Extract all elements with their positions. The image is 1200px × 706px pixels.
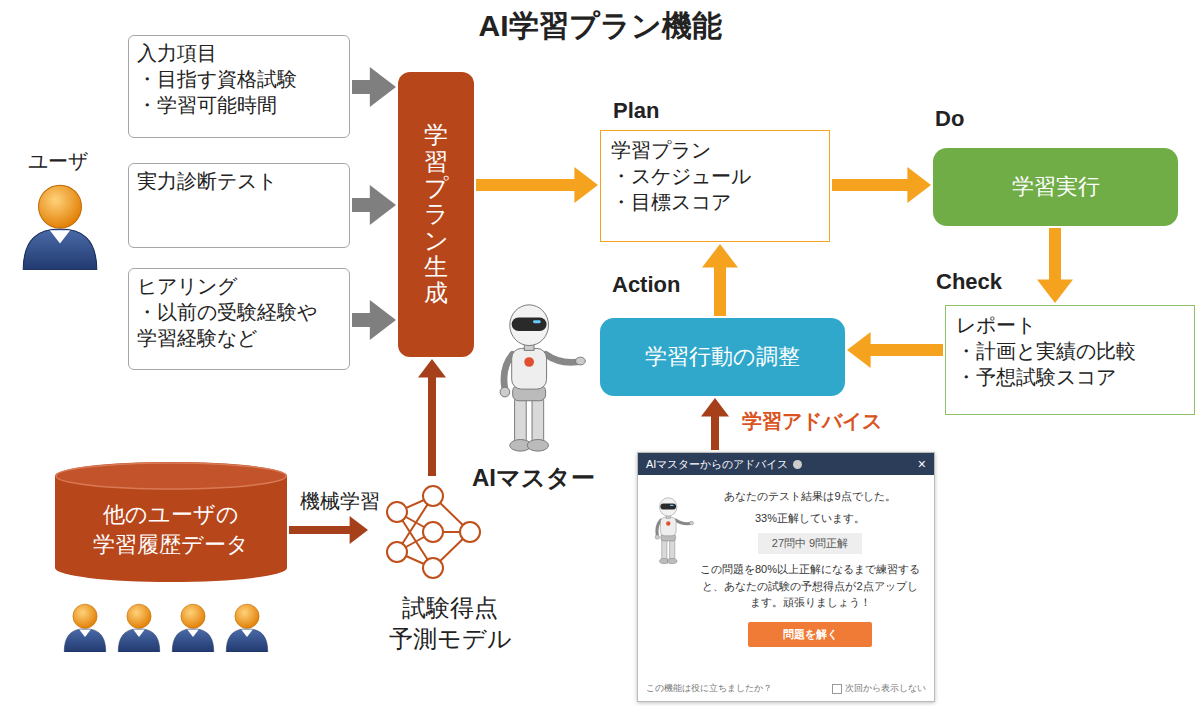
- plan-note: Plan学習プラン・スケジュール・目標スコア: [600, 130, 830, 242]
- prediction-model: 試験得点 予測モデル: [370, 478, 530, 654]
- flow-arrow: [418, 359, 446, 476]
- hearing-box-text: ヒアリング: [137, 273, 341, 299]
- advice-panel-text: 27問中 9問正解: [758, 533, 862, 554]
- panel-footer: この機能は役に立ちましたか？ 次回から表示しない: [638, 678, 934, 701]
- solve-button: 問題を解く: [748, 622, 872, 647]
- figure-label: AIマスター: [472, 462, 595, 494]
- flow-arrow: [832, 167, 931, 203]
- advice-panel-text: 33%正解しています。: [755, 511, 865, 526]
- arrow-head: [702, 244, 738, 268]
- hearing-box: ヒアリング・以前の受験経験や 学習経験など: [128, 268, 350, 370]
- report-note-text: ・計画と実績の比較: [956, 338, 1184, 364]
- test-box-text: 実力診断テスト: [137, 168, 341, 194]
- robot-icon: [646, 493, 694, 568]
- advice-panel-text: この問題を80%以上正解になるまで練習すると、あなたの試験の予想得点が2点アップ…: [698, 561, 922, 611]
- generator-box-text: 学習プラン生成: [424, 122, 448, 307]
- plan-note-text: ・目標スコア: [611, 189, 819, 215]
- arrow-head: [370, 300, 396, 340]
- action-box-text: Action: [612, 272, 680, 298]
- do-box: Do学習実行: [933, 148, 1178, 226]
- report-note: Checkレポート・計画と実績の比較・予想試験スコア: [945, 305, 1195, 415]
- report-note-text: ・予想試験スコア: [956, 364, 1184, 390]
- robot-illustration: [500, 305, 585, 451]
- arrow-shaft: [352, 80, 371, 94]
- flow-arrow: [1037, 228, 1073, 303]
- input-box-text: 入力項目: [137, 40, 341, 66]
- flow-arrow: [701, 398, 729, 450]
- solve-button-text: 問題を解く: [748, 627, 872, 642]
- arrow-head: [701, 398, 729, 416]
- panel-header: AIマスターからのアドバイス ×: [638, 453, 934, 475]
- arrow-shaft: [870, 344, 943, 356]
- hearing-box-text: ・以前の受験経験や 学習経験など: [137, 299, 341, 351]
- generator-box: 学習プラン生成: [398, 72, 474, 357]
- flow-arrow: [352, 300, 396, 340]
- advice-panel-text: AIマスターからのアドバイス: [646, 457, 802, 472]
- plan-note-text: Plan: [613, 97, 659, 126]
- history-database: 他のユーザの 学習履歴データ: [55, 462, 287, 582]
- user-icon: [23, 185, 97, 270]
- arrow-head: [847, 332, 871, 368]
- arrow-head: [1037, 279, 1073, 303]
- arrow-head: [574, 167, 598, 203]
- arrow-head: [370, 185, 396, 225]
- arrow-shaft: [832, 179, 908, 191]
- report-note-text: Check: [936, 268, 1002, 297]
- flow-arrow: [702, 244, 738, 316]
- advice-panel-text: この機能は役に立ちましたか？: [646, 682, 772, 695]
- action-box-text: 学習行動の調整: [645, 342, 800, 372]
- input-box: 入力項目・目指す資格試験・学習可能時間: [128, 35, 350, 138]
- diagram-title: AI学習プラン機能: [300, 6, 900, 47]
- advice-panel-text: あなたのテスト結果は9点でした。: [724, 489, 895, 504]
- flow-arrow: [289, 516, 368, 544]
- input-box-text: ・学習可能時間: [137, 92, 341, 118]
- panel-body: あなたのテスト結果は9点でした。 33%正解しています。 27問中 9問正解この問題…: [698, 475, 922, 647]
- figure-label: ユーザ: [28, 148, 88, 175]
- edge-label: 機械学習: [298, 488, 382, 515]
- edge-label: 学習アドバイス: [740, 408, 884, 435]
- advice-panel: AIマスターからのアドバイス × あなたのテスト結果は9点でした。 33%正解していま…: [637, 452, 935, 702]
- arrow-shaft: [476, 179, 575, 191]
- history-database-text: 他のユーザの 学習履歴データ: [63, 500, 279, 559]
- arrow-head: [418, 359, 446, 377]
- neural-network-icon: [387, 486, 480, 578]
- advice-panel-text: 次回から表示しない: [832, 682, 926, 695]
- action-box: Action学習行動の調整: [600, 318, 845, 396]
- prediction-model-text: 試験得点 予測モデル: [370, 592, 530, 654]
- flow-arrow: [352, 67, 396, 107]
- plan-note-text: ・スケジュール: [611, 163, 819, 189]
- flow-arrow: [352, 185, 396, 225]
- arrow-shaft: [714, 267, 726, 316]
- advice-panel-text: ×: [918, 456, 926, 472]
- do-box-text: Do: [935, 106, 964, 132]
- arrow-shaft: [1049, 228, 1061, 280]
- arrow-shaft: [428, 376, 436, 476]
- do-box-text: 学習実行: [1012, 172, 1100, 202]
- input-box-text: ・目指す資格試験: [137, 66, 341, 92]
- test-box: 実力診断テスト: [128, 163, 350, 248]
- flow-arrow: [847, 332, 943, 368]
- arrow-shaft: [352, 198, 371, 212]
- arrow-head: [370, 67, 396, 107]
- plan-note-text: 学習プラン: [611, 137, 819, 163]
- flow-arrow: [476, 167, 598, 203]
- arrow-head: [350, 516, 368, 544]
- arrow-head: [907, 167, 931, 203]
- arrow-shaft: [289, 526, 351, 534]
- arrow-shaft: [711, 415, 719, 450]
- report-note-text: レポート: [956, 312, 1184, 338]
- user-group-icons: [64, 604, 267, 652]
- arrow-shaft: [352, 313, 371, 327]
